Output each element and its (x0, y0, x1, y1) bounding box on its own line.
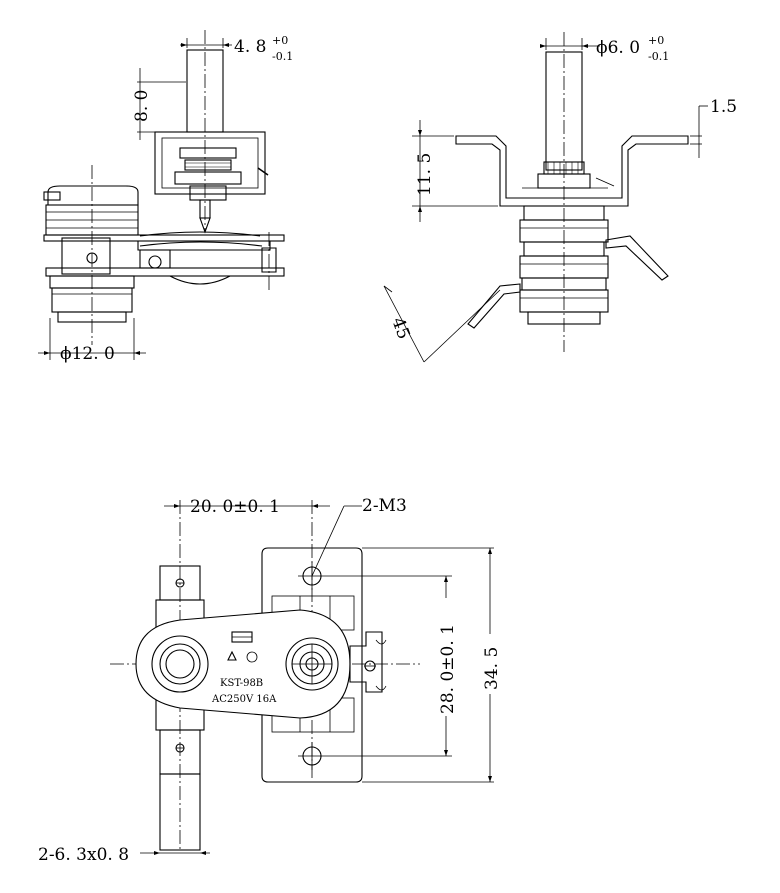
model-text: KST-98B (220, 678, 263, 689)
terminal-size-label: 2-6. 3x0. 8 (38, 845, 129, 865)
side-view: ϕ12. 0 4. 8 +0 -0.1 8. 0 (38, 30, 293, 364)
hole-spacing-v-label: 28. 0±0. 1 (438, 624, 458, 714)
mount-holes-label: 2-M3 (362, 496, 407, 516)
front-thickness-label: 1.5 (710, 97, 737, 117)
overall-height-label: 34. 5 (482, 647, 502, 690)
side-shaft-len-label: 8. 0 (132, 90, 152, 122)
side-shaft-dia-label: 4. 8 (234, 37, 266, 57)
side-shaft-tol-lower: -0.1 (272, 50, 293, 63)
rating-text: AC250V 16A (211, 694, 277, 705)
front-shaft-dia-label: ϕ6. 0 (596, 38, 640, 58)
side-shaft-tol-upper: +0 (272, 34, 288, 47)
front-angle-label: 45 (387, 315, 413, 342)
front-shaft-tol-lower: -0.1 (648, 50, 669, 63)
side-base-dia-label: ϕ12. 0 (60, 344, 115, 364)
hole-spacing-h-label: 20. 0±0. 1 (190, 497, 280, 517)
front-bracket-height-label: 11. 5 (415, 153, 435, 196)
front-shaft-tol-upper: +0 (648, 34, 664, 47)
front-view: ϕ6. 0 +0 -0.1 11. 5 1.5 (383, 32, 737, 363)
top-view: KST-98B AC250V 16A 20. 0±0. 1 2-M3 28. 0… (38, 496, 502, 865)
